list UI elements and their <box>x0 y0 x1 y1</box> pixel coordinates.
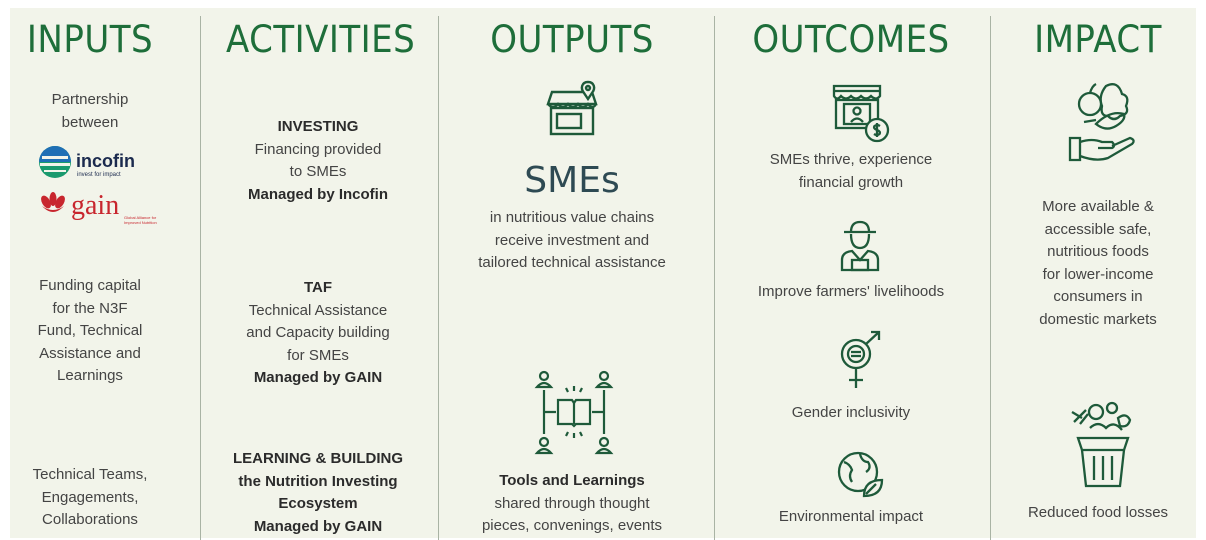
outputs-title: OUTPUTS <box>490 18 654 61</box>
funding-line: Learnings <box>57 367 123 384</box>
taf-text: Technical Assistance <box>248 301 388 319</box>
activities-title: ACTIVITIES <box>226 18 416 61</box>
impact-text: More available & accessible safe, nutrit… <box>1006 196 1190 331</box>
tools-text: pieces, convenings, events <box>481 517 663 534</box>
impact-line: accessible safe, <box>1044 220 1152 238</box>
outcomes-column: OUTCOMES SMEs thrive, experience financi… <box>726 8 976 538</box>
outcome-line: financial growth <box>798 173 904 191</box>
outcome-line: Gender inclusivity <box>791 404 911 421</box>
gender-icon <box>834 330 886 392</box>
column-divider <box>438 16 439 540</box>
inputs-column: INPUTS Partnership between incofin inves… <box>10 8 170 538</box>
impact-title: IMPACT <box>1034 18 1162 61</box>
gain-logo: gain Global Alliance for Improved Nutrit… <box>38 188 158 228</box>
gain-tagline: Global Alliance for <box>124 215 157 220</box>
outcome-environment: Environmental impact <box>726 506 976 529</box>
investing-managed: Managed by Incofin <box>247 185 388 203</box>
teams-line: Collaborations <box>42 511 138 528</box>
globe-leaf-icon <box>836 450 886 500</box>
outcome-line: Improve farmers' livelihoods <box>757 283 945 300</box>
smes-big-label: SMEs <box>524 160 620 201</box>
impact-line: domestic markets <box>1039 310 1157 328</box>
impact-line: nutritious foods <box>1047 243 1149 260</box>
partnership-text: Partnership between <box>10 89 170 134</box>
funding-line: Assistance and <box>39 344 141 362</box>
impact-line: More available & <box>1042 198 1154 215</box>
outcome-financial-growth: SMEs thrive, experience financial growth <box>726 149 976 194</box>
teams-text: Technical Teams, Engagements, Collaborat… <box>10 464 170 532</box>
outcomes-title: OUTCOMES <box>752 18 950 61</box>
tools-text: shared through thought <box>494 494 650 512</box>
teams-line: Engagements, <box>41 488 139 506</box>
investing-block: INVESTING Financing provided to SMEs Man… <box>218 116 418 206</box>
investing-text: Financing provided <box>254 140 382 158</box>
taf-text: and Capacity building <box>246 324 390 341</box>
knowledge-sharing-icon <box>534 370 614 456</box>
outputs-column: OUTPUTS SMEs in nutritious value chains … <box>450 8 694 538</box>
taf-block: TAF Technical Assistance and Capacity bu… <box>218 277 418 390</box>
teams-line: Technical Teams, <box>32 466 148 483</box>
outcome-line: Environmental impact <box>778 508 924 525</box>
inputs-title: INPUTS <box>26 18 154 61</box>
column-divider <box>200 16 201 540</box>
impact-line: for lower-income <box>1042 265 1154 283</box>
outcome-gender: Gender inclusivity <box>726 402 976 425</box>
taf-managed: Managed by GAIN <box>253 369 383 386</box>
column-divider <box>714 16 715 540</box>
learning-block: LEARNING & BUILDING the Nutrition Invest… <box>218 448 418 538</box>
store-icon <box>542 80 602 140</box>
impact-losses: Reduced food losses <box>1027 504 1169 521</box>
activities-column: ACTIVITIES INVESTING Financing provided … <box>218 8 418 538</box>
food-basket-icon <box>1068 398 1138 490</box>
gain-tagline: Improved Nutrition <box>124 220 157 225</box>
theory-of-change-diagram: INPUTS Partnership between incofin inves… <box>10 8 1196 540</box>
smes-line: tailored technical assistance <box>478 254 666 271</box>
impact-line: consumers in <box>1053 288 1143 305</box>
investing-heading: INVESTING <box>277 118 359 135</box>
funding-text: Funding capital for the N3F Fund, Techni… <box>10 275 170 388</box>
incofin-tagline: invest for impact <box>77 172 121 178</box>
tools-heading: Tools and Learnings <box>499 472 645 489</box>
smes-text: in nutritious value chains receive inves… <box>450 207 694 275</box>
learning-heading: LEARNING & BUILDING <box>233 450 403 467</box>
partnership-line: Partnership <box>51 91 129 108</box>
hand-produce-icon <box>1066 80 1142 170</box>
impact-column: IMPACT More available & accessible safe,… <box>1006 8 1190 538</box>
partnership-line: between <box>61 113 119 131</box>
smes-line: in nutritious value chains <box>489 209 655 226</box>
learning-heading: the Nutrition Investing <box>238 472 398 490</box>
gain-name: gain <box>71 190 119 221</box>
learning-managed: Managed by GAIN <box>253 517 383 535</box>
learning-heading: Ecosystem <box>278 495 358 512</box>
incofin-logo: incofin invest for impact <box>38 145 158 181</box>
investing-text: to SMEs <box>289 163 347 180</box>
outcome-line: SMEs thrive, experience <box>769 151 933 168</box>
smes-line: receive investment and <box>494 231 650 249</box>
funding-line: Fund, Technical <box>37 322 143 339</box>
outcome-farmers: Improve farmers' livelihoods <box>726 281 976 304</box>
column-divider <box>990 16 991 540</box>
incofin-name: incofin <box>76 151 135 171</box>
funding-line: for the N3F <box>52 299 128 317</box>
tools-block: Tools and Learnings shared through thoug… <box>450 470 694 538</box>
shop-finance-icon <box>830 82 890 144</box>
taf-heading: TAF <box>303 279 333 296</box>
funding-line: Funding capital <box>39 277 141 294</box>
taf-text: for SMEs <box>287 346 349 364</box>
farmer-icon <box>838 220 882 272</box>
